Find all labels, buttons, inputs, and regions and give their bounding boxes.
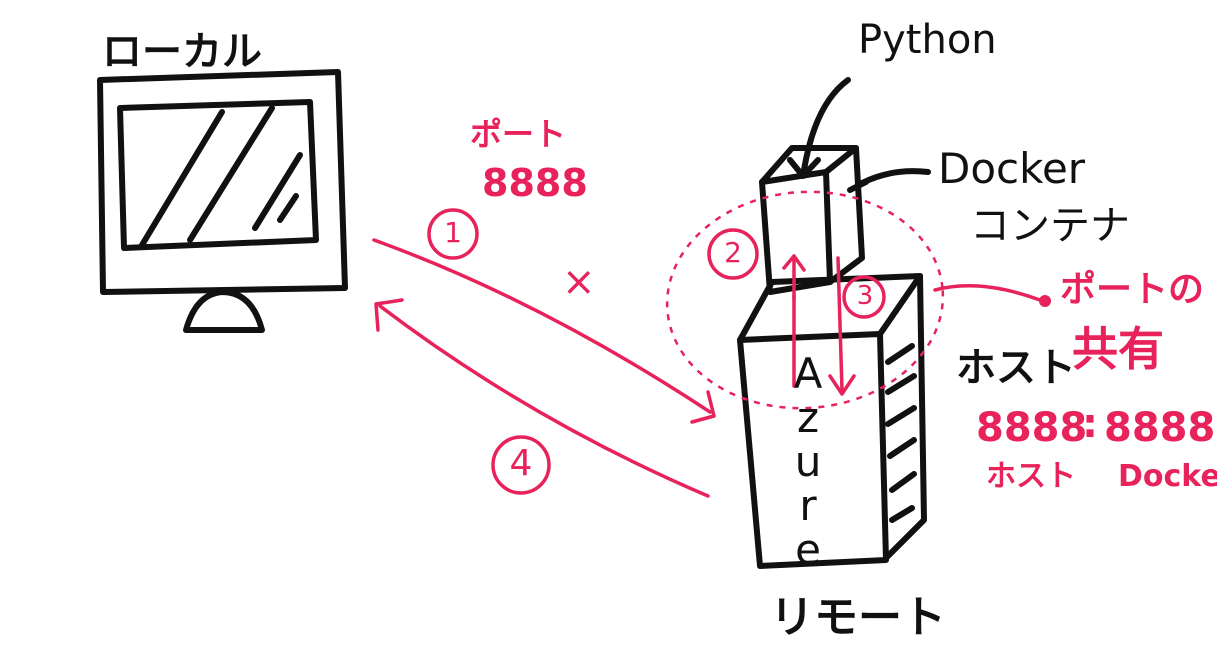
remote-label: リモート: [770, 592, 946, 643]
port-label: ポート: [470, 115, 567, 153]
arrow-remote-to-local: [374, 298, 710, 498]
docker-leader-line: [859, 168, 931, 186]
python-label: Python: [858, 17, 997, 63]
port-sharing-label: ポートの: [1060, 269, 1205, 310]
mapping-docker-caption: Docker: [1118, 459, 1217, 494]
azure-letter: e: [795, 525, 821, 574]
azure-letter: r: [799, 481, 817, 530]
port-sharing-label-2: 共有: [1072, 322, 1164, 376]
monitor-icon: [97, 69, 348, 333]
azure-vertical-text: A z u r e: [784, 352, 832, 572]
local-label: ローカル: [102, 29, 262, 75]
arrow-container-up: [782, 254, 806, 388]
step-4-number: 4: [509, 443, 533, 484]
mapping-host-port: 8888: [976, 405, 1088, 451]
docker-label: Docker: [938, 144, 1086, 193]
step-1-circle: [427, 208, 479, 260]
mapping-docker-port: 8888: [1104, 405, 1216, 451]
port-number: 8888: [482, 161, 588, 205]
azure-letter: A: [793, 349, 823, 398]
step-4-circle: [491, 435, 551, 495]
docker-boundary-ellipse: [665, 190, 945, 410]
port-sharing-leader-line: [933, 284, 1042, 302]
azure-letter: z: [796, 393, 820, 442]
docker-container-label: コンテナ: [970, 203, 1130, 249]
step-3-circle: [842, 275, 886, 319]
server-icon: [737, 273, 927, 569]
docker-container-icon: [759, 145, 869, 295]
step-1-number: 1: [444, 216, 462, 249]
mapping-separator: :: [1082, 401, 1098, 447]
mapping-host-caption: ホスト: [986, 459, 1076, 494]
host-label: ホスト: [956, 345, 1076, 391]
arrow-container-down: [828, 256, 856, 396]
blocked-mark: ×: [562, 259, 596, 305]
azure-letter: u: [794, 437, 822, 486]
port-sharing-dot: [1039, 295, 1051, 307]
step-2-number: 2: [724, 236, 742, 269]
step-3-number: 3: [856, 281, 874, 311]
step-2-circle: [707, 228, 759, 280]
arrow-local-to-remote: [372, 238, 716, 424]
python-arrow: [787, 77, 851, 179]
